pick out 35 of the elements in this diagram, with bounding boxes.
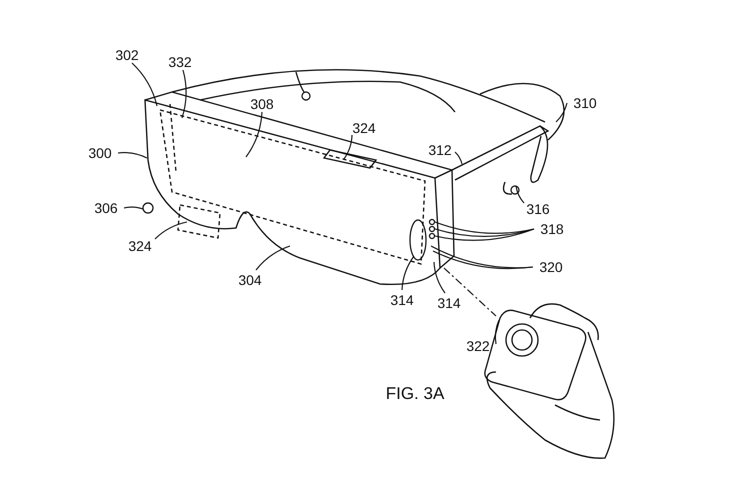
callout-number: 306 <box>94 200 118 216</box>
leader-line <box>434 228 534 237</box>
leader-line <box>432 250 534 270</box>
leader-line <box>181 70 187 118</box>
callout-number: 322 <box>466 338 490 354</box>
callout-number: 320 <box>539 259 563 275</box>
figure-caption: FIG. 3A <box>386 384 444 404</box>
leader-line <box>401 256 414 290</box>
leader-line <box>118 152 148 158</box>
leader-line <box>344 134 353 160</box>
leader-line <box>515 186 524 204</box>
callout-number: 312 <box>428 142 452 158</box>
callout-number: 304 <box>238 272 262 288</box>
leader-line <box>433 262 446 294</box>
leader-line <box>434 228 534 241</box>
callout-number: 332 <box>168 54 192 70</box>
callout-number: 324 <box>352 120 376 136</box>
callout-number: 324 <box>128 238 152 254</box>
leader-line <box>494 320 500 344</box>
callout-number: 300 <box>88 145 112 161</box>
leader-line <box>256 245 290 270</box>
callout-number: 316 <box>526 201 550 217</box>
leader-line <box>434 221 534 234</box>
signal-line <box>444 268 496 316</box>
leader-line <box>246 112 263 158</box>
callout-number: 302 <box>115 47 139 63</box>
leader-line <box>454 152 463 164</box>
callout-number: 314 <box>390 292 414 308</box>
leader-line <box>124 206 144 210</box>
callout-number: 318 <box>540 221 564 237</box>
callout-number: 310 <box>573 95 597 111</box>
callout-number: 314 <box>437 295 461 311</box>
leader-line <box>556 102 568 122</box>
leader-line <box>132 62 158 106</box>
callout-number: 308 <box>250 96 274 112</box>
